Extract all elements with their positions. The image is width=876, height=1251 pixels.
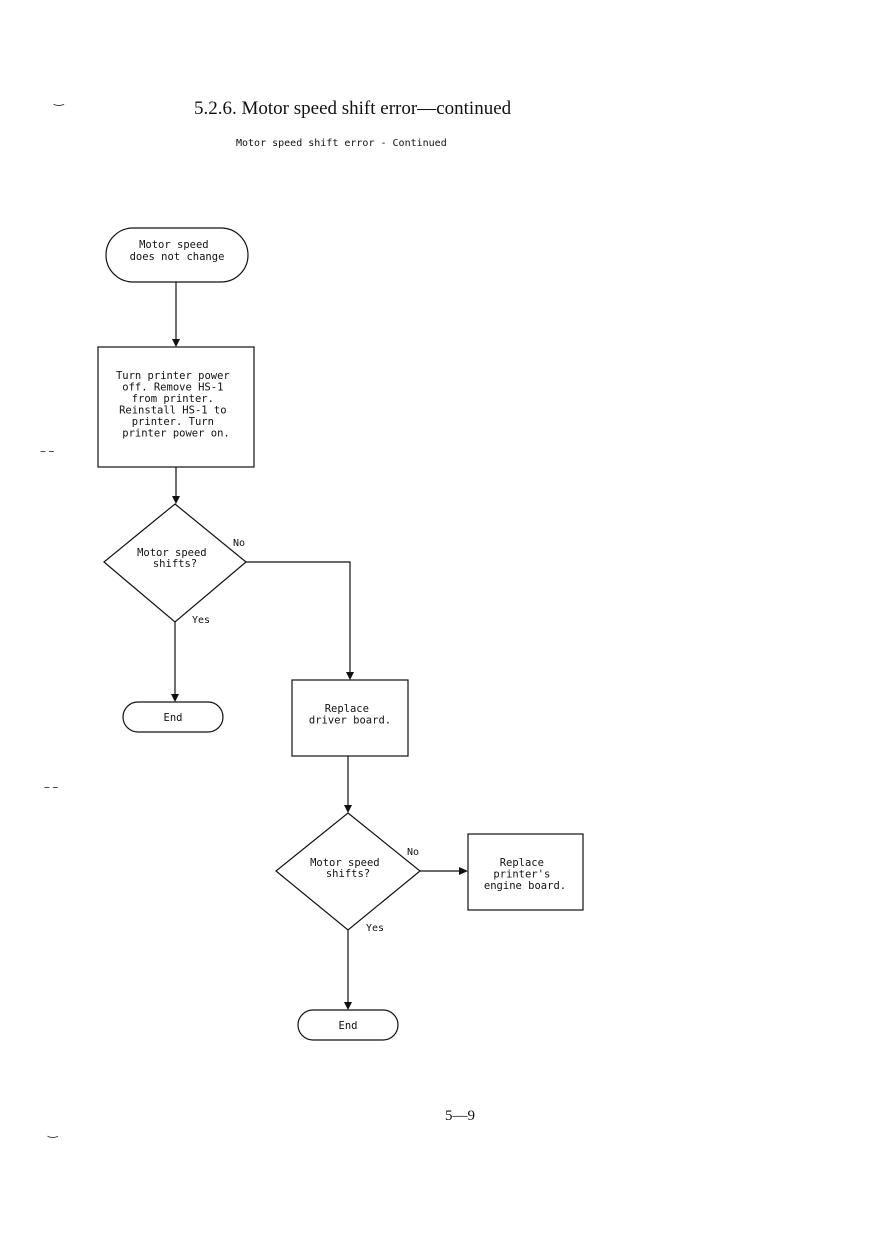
decision2-line: shifts? bbox=[326, 868, 370, 880]
step1-line: printer power on. bbox=[122, 428, 229, 440]
arrowhead bbox=[459, 867, 468, 875]
decision-motor-speed-shifts-2: Motor speed shifts? No Yes bbox=[275, 812, 421, 934]
edges bbox=[171, 282, 468, 1010]
svg-text:Replace driver board.: Replace driver board. bbox=[309, 703, 391, 727]
end-terminator-1: End bbox=[122, 701, 224, 733]
flowchart-title: Motor speed shift error - Continued bbox=[236, 138, 447, 149]
end1-label: End bbox=[164, 712, 183, 724]
arrowhead bbox=[171, 694, 179, 702]
decision2-yes-label: Yes bbox=[366, 923, 384, 934]
scan-mark: ‿ bbox=[48, 1124, 58, 1138]
start-line: Motor speed bbox=[139, 239, 209, 251]
step1-line: off. Remove HS-1 bbox=[122, 382, 223, 394]
process-step-replace-driver-board: Replace driver board. bbox=[291, 679, 409, 757]
step1-line: printer. Turn bbox=[132, 416, 214, 428]
decision2-no-label: No bbox=[407, 847, 419, 858]
arrowhead bbox=[172, 496, 180, 504]
decision1-line: Motor speed bbox=[137, 547, 207, 559]
arrowhead bbox=[344, 805, 352, 813]
process-step-replace-engine-board: Replace printer's engine board. bbox=[467, 833, 584, 911]
scan-mark: ‿ bbox=[54, 92, 64, 106]
arrowhead bbox=[172, 339, 180, 347]
page-number: 5—9 bbox=[445, 1108, 475, 1124]
step3-line: engine board. bbox=[484, 880, 566, 892]
decision1-yes-label: Yes bbox=[192, 615, 210, 626]
page-heading: 5.2.6. Motor speed shift error—continued bbox=[194, 98, 512, 119]
step2-line: driver board. bbox=[309, 715, 391, 727]
step1-line: Reinstall HS-1 to bbox=[119, 405, 226, 417]
decision1-line: shifts? bbox=[153, 558, 197, 570]
end-terminator-2: End bbox=[297, 1009, 399, 1041]
arrowhead bbox=[344, 1002, 352, 1010]
scan-mark: – – bbox=[44, 780, 59, 794]
process-step-reinstall-hs1: Turn printer power off. Remove HS-1 from… bbox=[97, 346, 255, 468]
svg-text:Motor speed does not cha: Motor speed does not change bbox=[130, 239, 225, 263]
svg-text:Replace printer's: Replace printer's engine board. bbox=[484, 857, 566, 892]
edge-decision1-no-to-step2 bbox=[246, 561, 351, 673]
decision2-line: Motor speed bbox=[310, 857, 380, 869]
decision1-no-label: No bbox=[233, 538, 245, 549]
svg-text:Motor speed shifts?: Motor speed shifts? bbox=[310, 857, 386, 880]
end2-label: End bbox=[339, 1020, 358, 1032]
step3-line: printer's bbox=[493, 869, 550, 881]
arrowhead bbox=[346, 672, 354, 680]
decision-motor-speed-shifts-1: Motor speed shifts? No Yes bbox=[103, 503, 247, 626]
step3-line: Replace bbox=[500, 857, 544, 869]
step1-line: Turn printer power bbox=[116, 370, 230, 382]
scan-mark: – – bbox=[40, 444, 55, 458]
step2-line: Replace bbox=[325, 703, 369, 715]
svg-text:Turn printer power off.: Turn printer power off. Remove HS-1 from… bbox=[116, 370, 236, 440]
start-line: does not change bbox=[130, 251, 225, 263]
svg-text:Motor speed shifts?: Motor speed shifts? bbox=[137, 547, 213, 570]
step1-line: from printer. bbox=[132, 393, 214, 405]
start-terminator: Motor speed does not change bbox=[105, 227, 249, 283]
